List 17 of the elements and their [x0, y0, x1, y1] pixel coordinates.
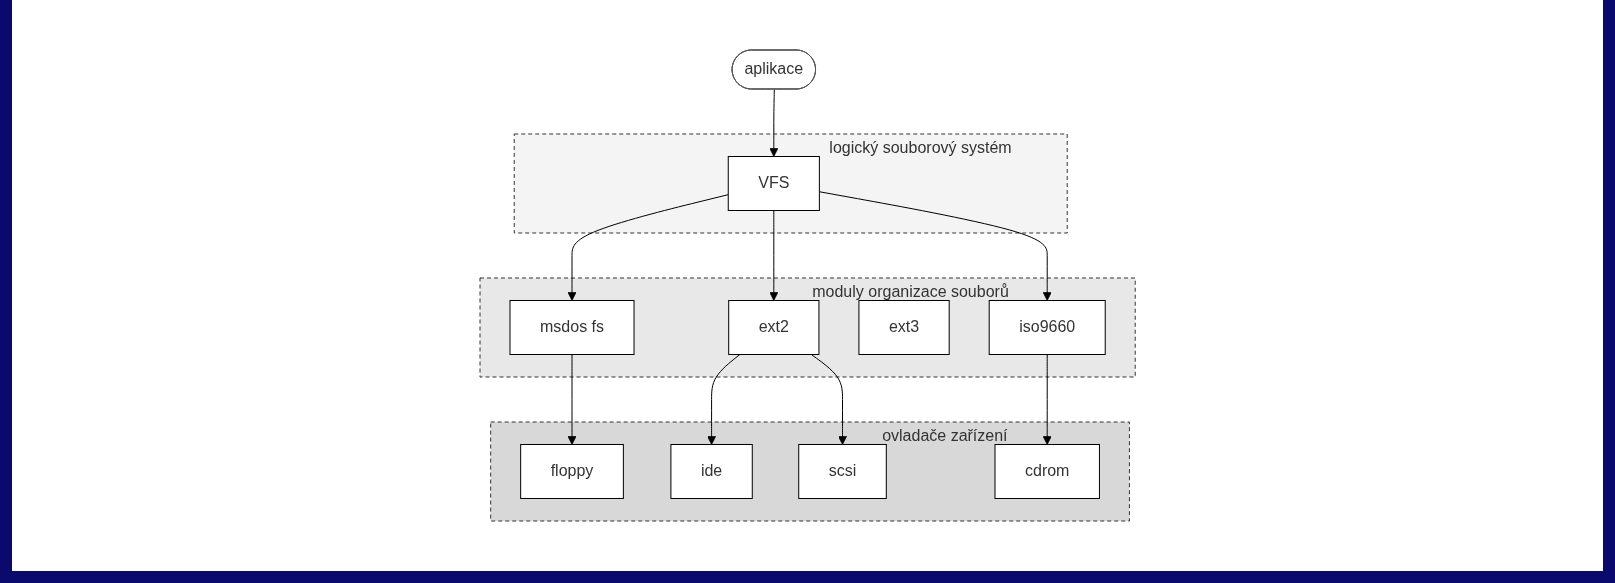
arrow [818, 191, 1052, 301]
node-box: VFS [727, 156, 820, 211]
arrow [810, 354, 847, 445]
node-box: ext2 [728, 300, 820, 355]
arrow [769, 89, 779, 157]
node-box: ide [670, 444, 753, 499]
arrow [707, 354, 741, 445]
node-box: floppy [520, 444, 624, 499]
node-box: ext3 [858, 300, 950, 355]
node-box: cdrom [994, 444, 1100, 499]
node-box: msdos fs [509, 300, 635, 355]
arrow [567, 194, 729, 301]
arrow [567, 354, 577, 445]
arrow [769, 210, 779, 301]
node-box: scsi [798, 444, 887, 499]
arrow [1042, 354, 1052, 445]
node-box: iso9660 [988, 300, 1106, 355]
